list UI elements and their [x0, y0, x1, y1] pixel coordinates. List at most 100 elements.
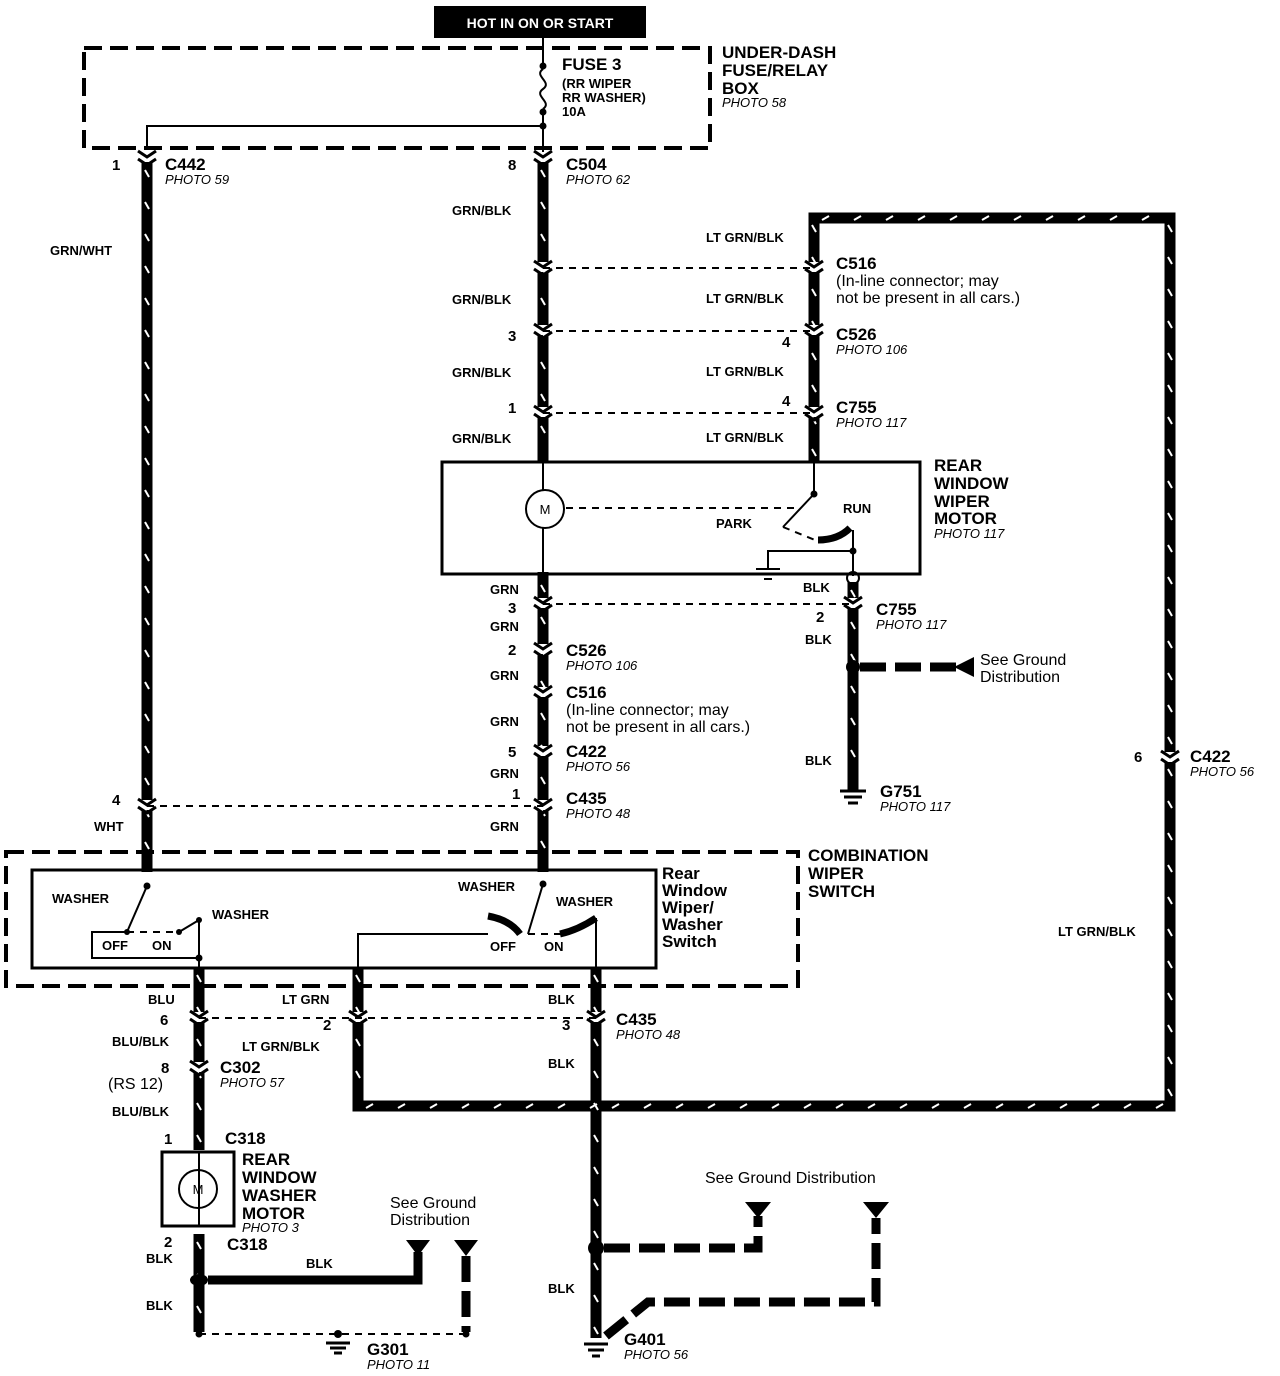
- wire-tick: [1167, 704, 1173, 713]
- wire-tick: [593, 1198, 599, 1207]
- wire-tick: [540, 425, 546, 434]
- combo-sub-1: Rear: [662, 864, 700, 883]
- wire-tick: [429, 1103, 438, 1109]
- g751-ground: See Ground Distribution G751 PHOTO 117: [840, 652, 1066, 814]
- c526-low-photo: PHOTO 106: [566, 658, 638, 673]
- connector-symbols: [137, 149, 1180, 1077]
- wire-tick: [917, 215, 926, 221]
- wire-tick: [850, 717, 856, 726]
- wire-tick: [144, 329, 150, 338]
- wire-tick: [835, 1103, 844, 1109]
- fuse-desc-2: RR WASHER): [562, 90, 646, 105]
- fuse-box-title-3: BOX: [722, 79, 760, 98]
- wire-tick: [963, 1103, 972, 1109]
- g301-left-splice: [195, 1330, 203, 1338]
- g301-splice: [190, 1274, 208, 1286]
- g751-photo: PHOTO 117: [880, 799, 951, 814]
- wire-tick: [1059, 1103, 1068, 1109]
- wire-tick: [1167, 992, 1173, 1001]
- wire-tick: [144, 425, 150, 434]
- label-grn-blk-4: GRN/BLK: [452, 431, 512, 446]
- wiper-motor-title-3: WIPER: [934, 492, 990, 511]
- wire-tick: [1155, 1103, 1164, 1109]
- wire-tick: [540, 393, 546, 402]
- washer-motor-title-3: WASHER: [242, 1186, 317, 1205]
- c516-top-note-2: not be present in all cars.): [836, 290, 1020, 307]
- wire-tick: [144, 489, 150, 498]
- c435-low-pin-6: 6: [160, 1012, 168, 1029]
- wire-tick: [739, 1103, 748, 1109]
- g751-see-ground-arrow: [954, 657, 974, 677]
- fuse-terminal-top: [539, 62, 547, 70]
- washer-left-splice: [195, 954, 203, 962]
- label-blk-g401: BLK: [548, 1281, 575, 1296]
- wire-tick: [144, 553, 150, 562]
- c755-low-name: C755: [876, 600, 917, 619]
- combo-sub-5: Switch: [662, 932, 717, 951]
- wire-tick: [557, 1103, 566, 1109]
- wiper-switch-arm: [527, 883, 544, 935]
- c755-low-photo: PHOTO 117: [876, 617, 947, 632]
- wire-tick: [643, 1103, 652, 1109]
- wire-tick: [850, 589, 856, 598]
- label-blu-blk-2: BLU/BLK: [112, 1104, 170, 1119]
- c504-name: C504: [566, 155, 607, 174]
- wire-tick: [144, 265, 150, 274]
- c435-low-pin-3: 3: [562, 1017, 570, 1034]
- c516-low-note-1: (In-line connector; may: [566, 702, 729, 719]
- washer-motor-title-4: MOTOR: [242, 1204, 305, 1223]
- c435-low-name: C435: [616, 1010, 657, 1029]
- wire-tick: [811, 288, 817, 297]
- wire-tick: [144, 361, 150, 370]
- wiper-switch-off: OFF: [490, 939, 516, 954]
- label-blu: BLU: [148, 992, 175, 1007]
- connector-chevron: [804, 322, 824, 340]
- wire-tick: [593, 1230, 599, 1239]
- wire-tick: [1167, 832, 1173, 841]
- g401-arrow-1: [745, 1202, 771, 1218]
- wiper-motor-symbol: M: [540, 502, 551, 517]
- wire-tick: [850, 685, 856, 694]
- wiper-run-label: RUN: [843, 501, 871, 516]
- wire-tick: [196, 1102, 202, 1111]
- fuse-box-title-2: FUSE/RELAY: [722, 61, 829, 80]
- wire-tick: [1123, 1103, 1132, 1109]
- wire-tick: [675, 1103, 684, 1109]
- label-blu-blk-1: BLU/BLK: [112, 1034, 170, 1049]
- wire-tick: [196, 1241, 202, 1250]
- combo-title-2: WIPER: [808, 864, 864, 883]
- washer-left-off-return: [91, 931, 199, 959]
- c755-top-photo: PHOTO 117: [836, 415, 907, 430]
- g401-see-ground-lead-1: [604, 1216, 763, 1253]
- wiper-switch-washer-1: WASHER: [458, 879, 516, 894]
- wire-tick: [899, 1103, 908, 1109]
- wire-tick: [850, 653, 856, 662]
- wire-tick: [867, 1103, 876, 1109]
- wire-tick: [811, 352, 817, 361]
- label-lt-grn-blk-5: LT GRN/BLK: [1058, 924, 1136, 939]
- wire-tick: [593, 1166, 599, 1175]
- wire-tick: [144, 841, 150, 850]
- c755-top-pin-left: 1: [508, 400, 516, 417]
- wire-tick: [949, 215, 958, 221]
- wire-tick: [196, 1134, 202, 1143]
- wire-tick: [493, 1103, 502, 1109]
- wire-tick: [1167, 576, 1173, 585]
- label-grn-blk-2: GRN/BLK: [452, 292, 512, 307]
- c755-top-name: C755: [836, 398, 877, 417]
- wire-tick: [461, 1103, 470, 1109]
- label-blk-c318: BLK: [146, 1251, 173, 1266]
- g301-see-ground-2: Distribution: [390, 1212, 470, 1229]
- wire-tick: [811, 448, 817, 457]
- label-grn-5: GRN: [490, 766, 519, 781]
- g751-name: G751: [880, 782, 922, 801]
- c526-top-name: C526: [836, 325, 877, 344]
- washer-motor-title-1: REAR: [242, 1150, 290, 1169]
- fuse-symbol: [539, 68, 547, 110]
- wire-tick: [707, 1103, 716, 1109]
- combo-switch-box: [30, 868, 658, 970]
- wire-tick: [540, 361, 546, 370]
- wire-tick: [1167, 416, 1173, 425]
- wiper-motor-title-2: WINDOW: [934, 474, 1010, 493]
- wire-tick: [850, 621, 856, 630]
